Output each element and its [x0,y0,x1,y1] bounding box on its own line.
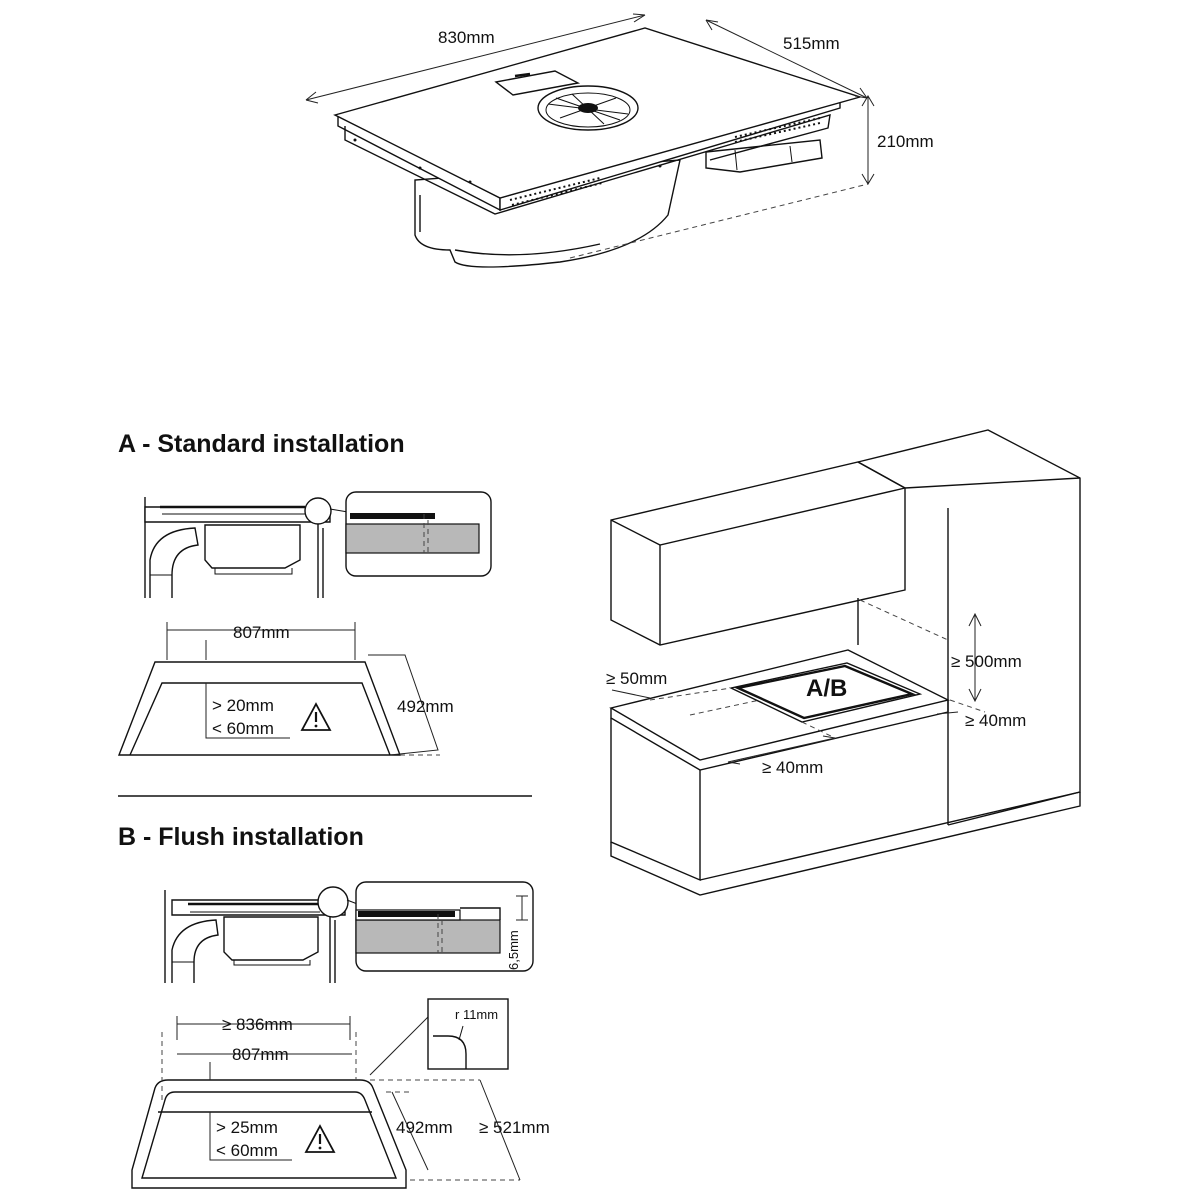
flush-width-807-label: 807mm [232,1045,289,1064]
depth-515-label: 515mm [783,34,840,53]
flush-depth-492-label: 492mm [396,1118,453,1137]
kitchen-perspective [609,429,1081,896]
standard-cutout [117,622,440,756]
standard-detail-inset [345,491,492,577]
flush-outer-depth-521-label: ≥ 521mm [479,1118,550,1137]
width-830-label: 830mm [438,28,495,47]
flush-thickness-min: > 25mm [216,1118,278,1137]
standard-section-view [144,497,349,598]
front-clearance-40-label: ≥ 40mm [762,758,823,777]
hob-label-ab: A/B [806,675,847,702]
standard-installation-heading: A - Standard installation [118,430,405,458]
flush-detail-inset [355,881,534,972]
flush-outer-width-836-label: ≥ 836mm [222,1015,293,1034]
flush-section-view [164,886,361,983]
warning-icon [300,702,332,731]
left-clearance-50-label: ≥ 50mm [606,669,667,688]
warning-icon [304,1124,336,1153]
standard-depth-492-label: 492mm [397,697,454,716]
flush-cutout [131,998,521,1189]
right-clearance-40-label: ≥ 40mm [965,711,1026,730]
height-210-label: 210mm [877,132,934,151]
flush-recess-6-5-label: 6,5mm [506,930,521,970]
top-clearance-500-label: ≥ 500mm [951,652,1022,671]
standard-width-807-label: 807mm [233,623,290,642]
standard-thickness-max: < 60mm [212,719,274,738]
corner-radius-label: r 11mm [455,1007,498,1022]
hob-perspective [305,13,875,268]
flush-thickness-max: < 60mm [216,1141,278,1160]
standard-thickness-min: > 20mm [212,696,274,715]
flush-installation-heading: B - Flush installation [118,823,364,851]
